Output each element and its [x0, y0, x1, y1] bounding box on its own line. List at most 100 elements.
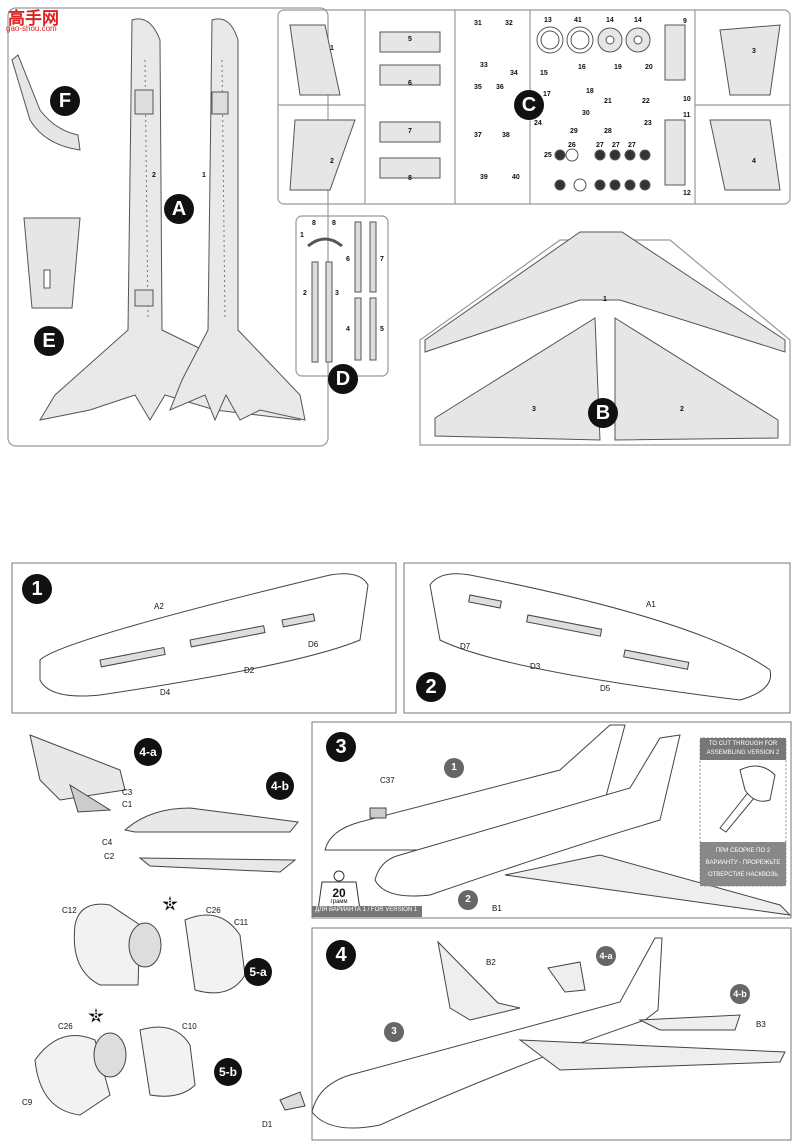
part-number: 11: [683, 112, 691, 119]
version1-label-en: VERSION 1: [286, 486, 335, 496]
part-number: 3: [532, 406, 536, 413]
part-number: 22: [642, 98, 650, 105]
step3-note-bar: [312, 906, 422, 917]
part-label: D6: [308, 640, 319, 649]
fuselage-half-a1: [169, 18, 306, 422]
part-label: C9: [22, 1098, 33, 1107]
callout-marker: 1: [444, 758, 464, 778]
watermark-main: 高手网: [8, 9, 59, 28]
part-number: 32: [505, 20, 513, 27]
part-f-shape: [11, 54, 81, 151]
version1-silhouette: [222, 478, 440, 539]
note-version1: ДЛЯ ВАРИАНТА 1 / FOR VERSION 1: [315, 907, 418, 913]
part-number: 36: [496, 84, 504, 91]
part-label: B2: [486, 958, 496, 967]
step-number-4: 4: [326, 940, 356, 970]
part-number: 31: [474, 20, 482, 27]
part-number: 1: [300, 232, 304, 239]
part-number: 41: [574, 17, 582, 24]
part-number: 21: [604, 98, 612, 105]
versions-title-en: ASSEMBLING VERSIONS: [26, 516, 196, 532]
sprue-letter-b: B: [588, 398, 618, 428]
fuselage-half-a2: [38, 18, 301, 421]
step4-aircraft: [279, 937, 786, 1129]
step4b-drawing: [123, 807, 299, 873]
step3-aircraft: [324, 724, 792, 916]
part-number: 5: [408, 36, 412, 43]
step1-fuselage: [39, 573, 369, 697]
part-number: 28: [604, 128, 612, 135]
step3-cut-panel: [699, 737, 787, 887]
part-label: C37: [380, 776, 395, 785]
cut-note-ru-2: ВАРИАНТУ - ПРОРЕЖЬТЕ: [705, 860, 781, 866]
part-number: 34: [510, 70, 518, 77]
step-label-4a: 4-a: [134, 738, 162, 766]
part-number: 23: [644, 120, 652, 127]
step-label-5b: 5-b: [214, 1058, 242, 1086]
sprue-c-parts: [289, 24, 781, 192]
part-number: 2: [152, 172, 156, 179]
part-number: 14: [634, 17, 642, 24]
step3-frame: [311, 721, 792, 919]
part-number: 25: [544, 152, 552, 159]
part-number: 8: [312, 220, 316, 227]
part-number: 2: [330, 158, 334, 165]
part-number: 27: [628, 142, 636, 149]
part-number: 35: [474, 84, 482, 91]
part-number: 8: [332, 220, 336, 227]
part-number: 30: [582, 110, 590, 117]
versions-title-ru-2: МОДЕЛИ: [26, 492, 88, 508]
part-label: C26: [58, 1022, 73, 1031]
versions-title-ru-1: ВАРИАНТЫ СБОРКИ: [26, 472, 171, 488]
step-number-3: 3: [326, 732, 356, 762]
part-e-shape: [23, 217, 81, 309]
step2-frame: [403, 562, 791, 714]
sprue-letter-e: E: [34, 326, 64, 356]
part-number: 24: [534, 120, 542, 127]
part-number: 10: [683, 96, 691, 103]
part-number: 20: [645, 64, 653, 71]
sprue-letter-f: F: [50, 86, 80, 116]
part-number: 1: [603, 296, 607, 303]
sprue-c-frame: [277, 9, 791, 205]
sprue-letter-d: D: [328, 364, 358, 394]
sprue-letter-a: A: [164, 194, 194, 224]
wing-center-part: [424, 231, 786, 353]
cut-note-ru-3: ОТВЕРСТИЕ НАСКВОЗЬ: [707, 872, 779, 878]
cut-note-ru-1: ПРИ СБОРКЕ ПО 2: [715, 848, 771, 854]
part-label: A2: [154, 602, 164, 611]
part-label: D2: [244, 666, 255, 675]
part-label: C10: [182, 1022, 197, 1031]
part-number: 39: [480, 174, 488, 181]
callout-marker: 4-b: [730, 984, 750, 1004]
step-number-1: 1: [22, 574, 52, 604]
part-number: 27: [596, 142, 604, 149]
part-number: 5: [380, 326, 384, 333]
version2-silhouette: [525, 455, 748, 548]
part-label: C12: [62, 906, 77, 915]
part-number: 7: [380, 256, 384, 263]
part-number: 6: [346, 256, 350, 263]
part-label: C3: [122, 788, 133, 797]
part-number: 26: [568, 142, 576, 149]
part-number: 3: [335, 290, 339, 297]
part-number: 6: [408, 80, 412, 87]
part-number: 1: [202, 172, 206, 179]
part-label: B3: [756, 1020, 766, 1029]
part-number: 16: [578, 64, 586, 71]
version2-label-en: VERSION 2: [522, 538, 571, 548]
wing-right-part: [614, 317, 779, 441]
part-label: D7: [460, 642, 471, 651]
part-number: 15: [540, 70, 548, 77]
sprue-a-frame: [7, 7, 329, 447]
step5a-drawing: [73, 903, 246, 994]
part-number: 17: [543, 91, 551, 98]
step-label-4b: 4-b: [266, 772, 294, 800]
part-label: D1: [262, 1120, 273, 1129]
sprue-b-frame: [419, 239, 791, 446]
part-label: D3: [530, 662, 541, 671]
step4-frame: [311, 927, 792, 1141]
part-label: D4: [160, 688, 171, 697]
step1-frame: [11, 562, 397, 714]
